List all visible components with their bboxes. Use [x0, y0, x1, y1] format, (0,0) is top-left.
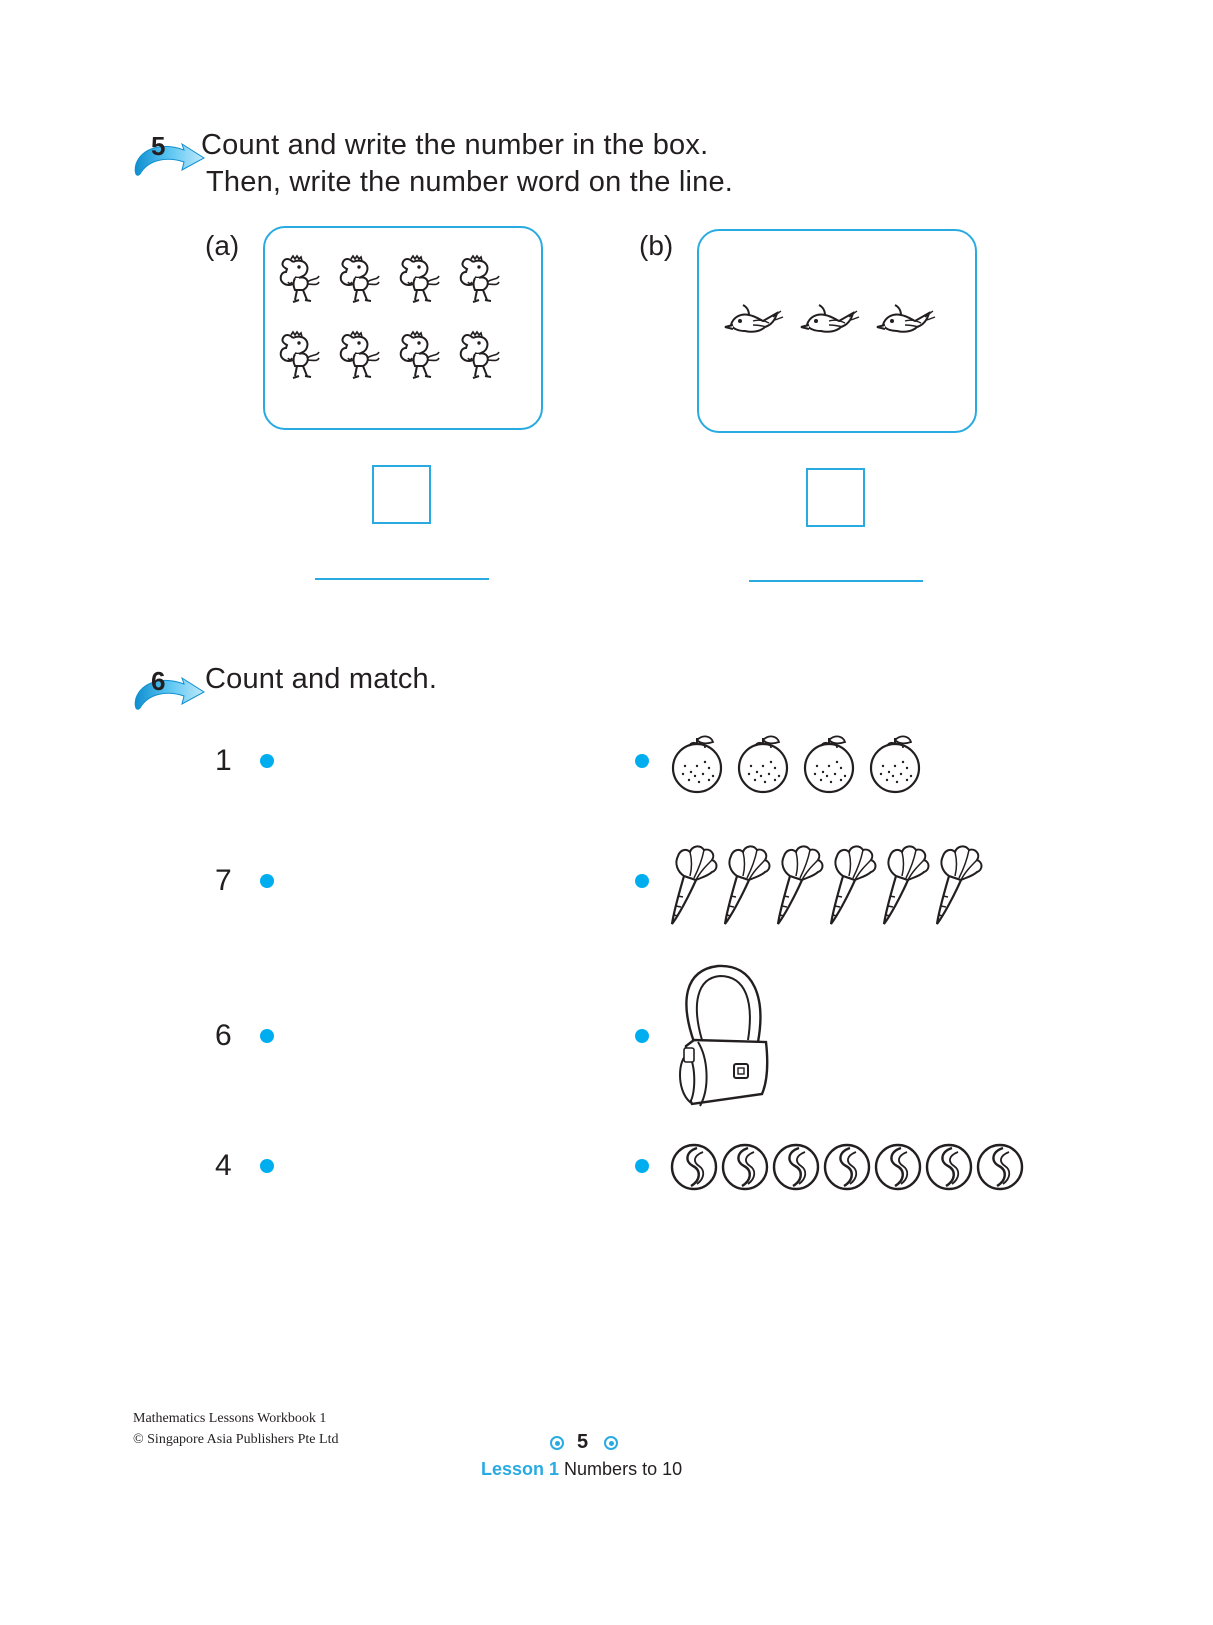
bird-icon — [800, 304, 860, 333]
oranges-group — [671, 735, 921, 794]
question-5-instruction-line2: Then, write the number word on the line. — [206, 166, 734, 198]
carrot-icon — [670, 845, 718, 926]
carrot-icon — [776, 845, 824, 926]
horse-icon — [339, 255, 380, 303]
part-b-label: (b) — [639, 230, 674, 261]
marble-icon — [670, 1143, 718, 1191]
footer-copyright: © Singapore Asia Publishers Pte Ltd — [133, 1432, 339, 1447]
horse-icon — [399, 331, 440, 379]
lesson-title: Numbers to 10 — [564, 1459, 683, 1479]
match-number-4: 4 — [215, 1149, 232, 1182]
match-dot-left-2[interactable] — [260, 874, 274, 888]
bag-icon — [679, 964, 769, 1107]
horse-icon — [459, 331, 500, 379]
match-number-2: 7 — [215, 864, 232, 897]
page-ornament-left-icon — [550, 1436, 564, 1450]
part-b-answer-line[interactable] — [749, 580, 923, 582]
horse-icon — [399, 255, 440, 303]
horse-icon — [339, 331, 380, 379]
question-6-number: 6 — [151, 666, 166, 696]
question-6-badge-icon — [134, 676, 205, 710]
carrot-icon — [723, 845, 771, 926]
lesson-number: Lesson 1 — [481, 1459, 560, 1479]
orange-icon — [671, 735, 723, 794]
match-dot-left-4[interactable] — [260, 1159, 274, 1173]
horse-icon — [459, 255, 500, 303]
page-ornament-right-icon — [604, 1436, 618, 1450]
part-a-label: (a) — [205, 230, 240, 261]
question-5-instruction-line1: Count and write the number in the box. — [201, 129, 709, 161]
part-b-picture-box — [697, 229, 977, 433]
part-a-answer-box[interactable] — [372, 465, 431, 524]
part-b-answer-box[interactable] — [806, 468, 865, 527]
carrot-icon — [829, 845, 877, 926]
orange-icon — [737, 735, 789, 794]
bird-icon — [724, 304, 784, 333]
question-6-instruction: Count and match. — [205, 663, 438, 695]
carrots-group — [670, 845, 983, 926]
orange-icon — [803, 735, 855, 794]
bird-icon — [876, 304, 936, 333]
horses-picture — [279, 255, 500, 379]
birds-picture — [724, 304, 936, 333]
match-number-3: 6 — [215, 1019, 232, 1052]
carrot-icon — [935, 845, 983, 926]
marble-icon — [925, 1143, 973, 1191]
footer-lesson: Lesson 1 Numbers to 10 — [481, 1459, 682, 1480]
horse-icon — [279, 331, 320, 379]
question-5-badge-icon — [134, 142, 205, 176]
marble-icon — [721, 1143, 769, 1191]
match-dot-left-1[interactable] — [260, 754, 274, 768]
match-dot-right-4[interactable] — [635, 1159, 649, 1173]
footer-book-title: Mathematics Lessons Workbook 1 — [133, 1411, 327, 1426]
page-number: 5 — [577, 1431, 589, 1453]
carrot-icon — [882, 845, 930, 926]
marble-icon — [874, 1143, 922, 1191]
question-5-number: 5 — [151, 131, 166, 161]
horse-icon — [279, 255, 320, 303]
marble-icon — [823, 1143, 871, 1191]
match-dot-right-3[interactable] — [635, 1029, 649, 1043]
marble-icon — [976, 1143, 1024, 1191]
part-a-picture-box — [263, 226, 543, 430]
marbles-group — [670, 1143, 1024, 1191]
match-dot-right-2[interactable] — [635, 874, 649, 888]
match-dot-left-3[interactable] — [260, 1029, 274, 1043]
orange-icon — [869, 735, 921, 794]
match-dot-right-1[interactable] — [635, 754, 649, 768]
part-a-answer-line[interactable] — [315, 578, 489, 580]
marble-icon — [772, 1143, 820, 1191]
match-number-1: 1 — [215, 744, 232, 777]
